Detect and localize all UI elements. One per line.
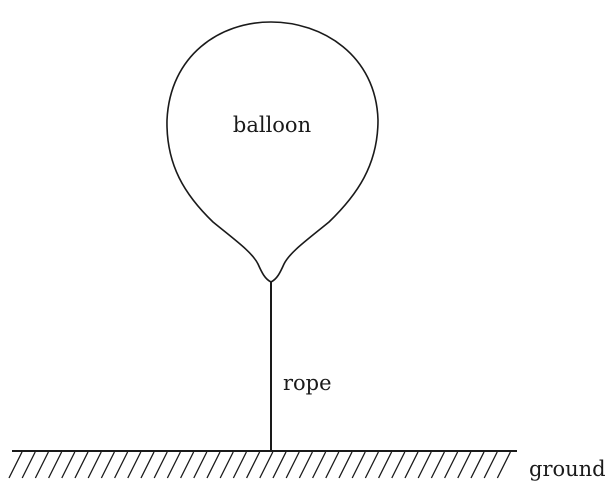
hatch-stroke: [141, 452, 154, 478]
hatch-stroke: [220, 452, 233, 478]
hatch-stroke: [326, 452, 339, 478]
hatch-stroke: [497, 452, 510, 478]
hatch-stroke: [299, 452, 312, 478]
hatch-stroke: [62, 452, 75, 478]
hatch-stroke: [181, 452, 194, 478]
hatch-stroke: [154, 452, 167, 478]
hatch-stroke: [484, 452, 497, 478]
hatch-stroke: [101, 452, 114, 478]
hatch-stroke: [418, 452, 431, 478]
hatch-stroke: [260, 452, 273, 478]
hatch-stroke: [405, 452, 418, 478]
hatch-stroke: [167, 452, 180, 478]
hatch-stroke: [431, 452, 444, 478]
hatch-stroke: [471, 452, 484, 478]
hatch-stroke: [49, 452, 62, 478]
hatch-stroke: [115, 452, 128, 478]
balloon-label: balloon: [233, 113, 311, 137]
balloon-shape: [167, 22, 378, 282]
hatch-stroke: [35, 452, 48, 478]
ground-hatching: [9, 452, 510, 478]
hatch-stroke: [273, 452, 286, 478]
hatch-stroke: [128, 452, 141, 478]
hatch-stroke: [194, 452, 207, 478]
hatch-stroke: [445, 452, 458, 478]
hatch-stroke: [207, 452, 220, 478]
hatch-stroke: [365, 452, 378, 478]
hatch-stroke: [286, 452, 299, 478]
hatch-stroke: [313, 452, 326, 478]
hatch-stroke: [392, 452, 405, 478]
hatch-stroke: [9, 452, 22, 478]
rope-label: rope: [283, 371, 332, 395]
hatch-stroke: [22, 452, 35, 478]
hatch-stroke: [247, 452, 260, 478]
hatch-stroke: [75, 452, 88, 478]
hatch-stroke: [88, 452, 101, 478]
hatch-stroke: [379, 452, 392, 478]
hatch-stroke: [339, 452, 352, 478]
hatch-stroke: [352, 452, 365, 478]
ground-label: ground: [529, 457, 606, 481]
hatch-stroke: [458, 452, 471, 478]
hatch-stroke: [233, 452, 246, 478]
